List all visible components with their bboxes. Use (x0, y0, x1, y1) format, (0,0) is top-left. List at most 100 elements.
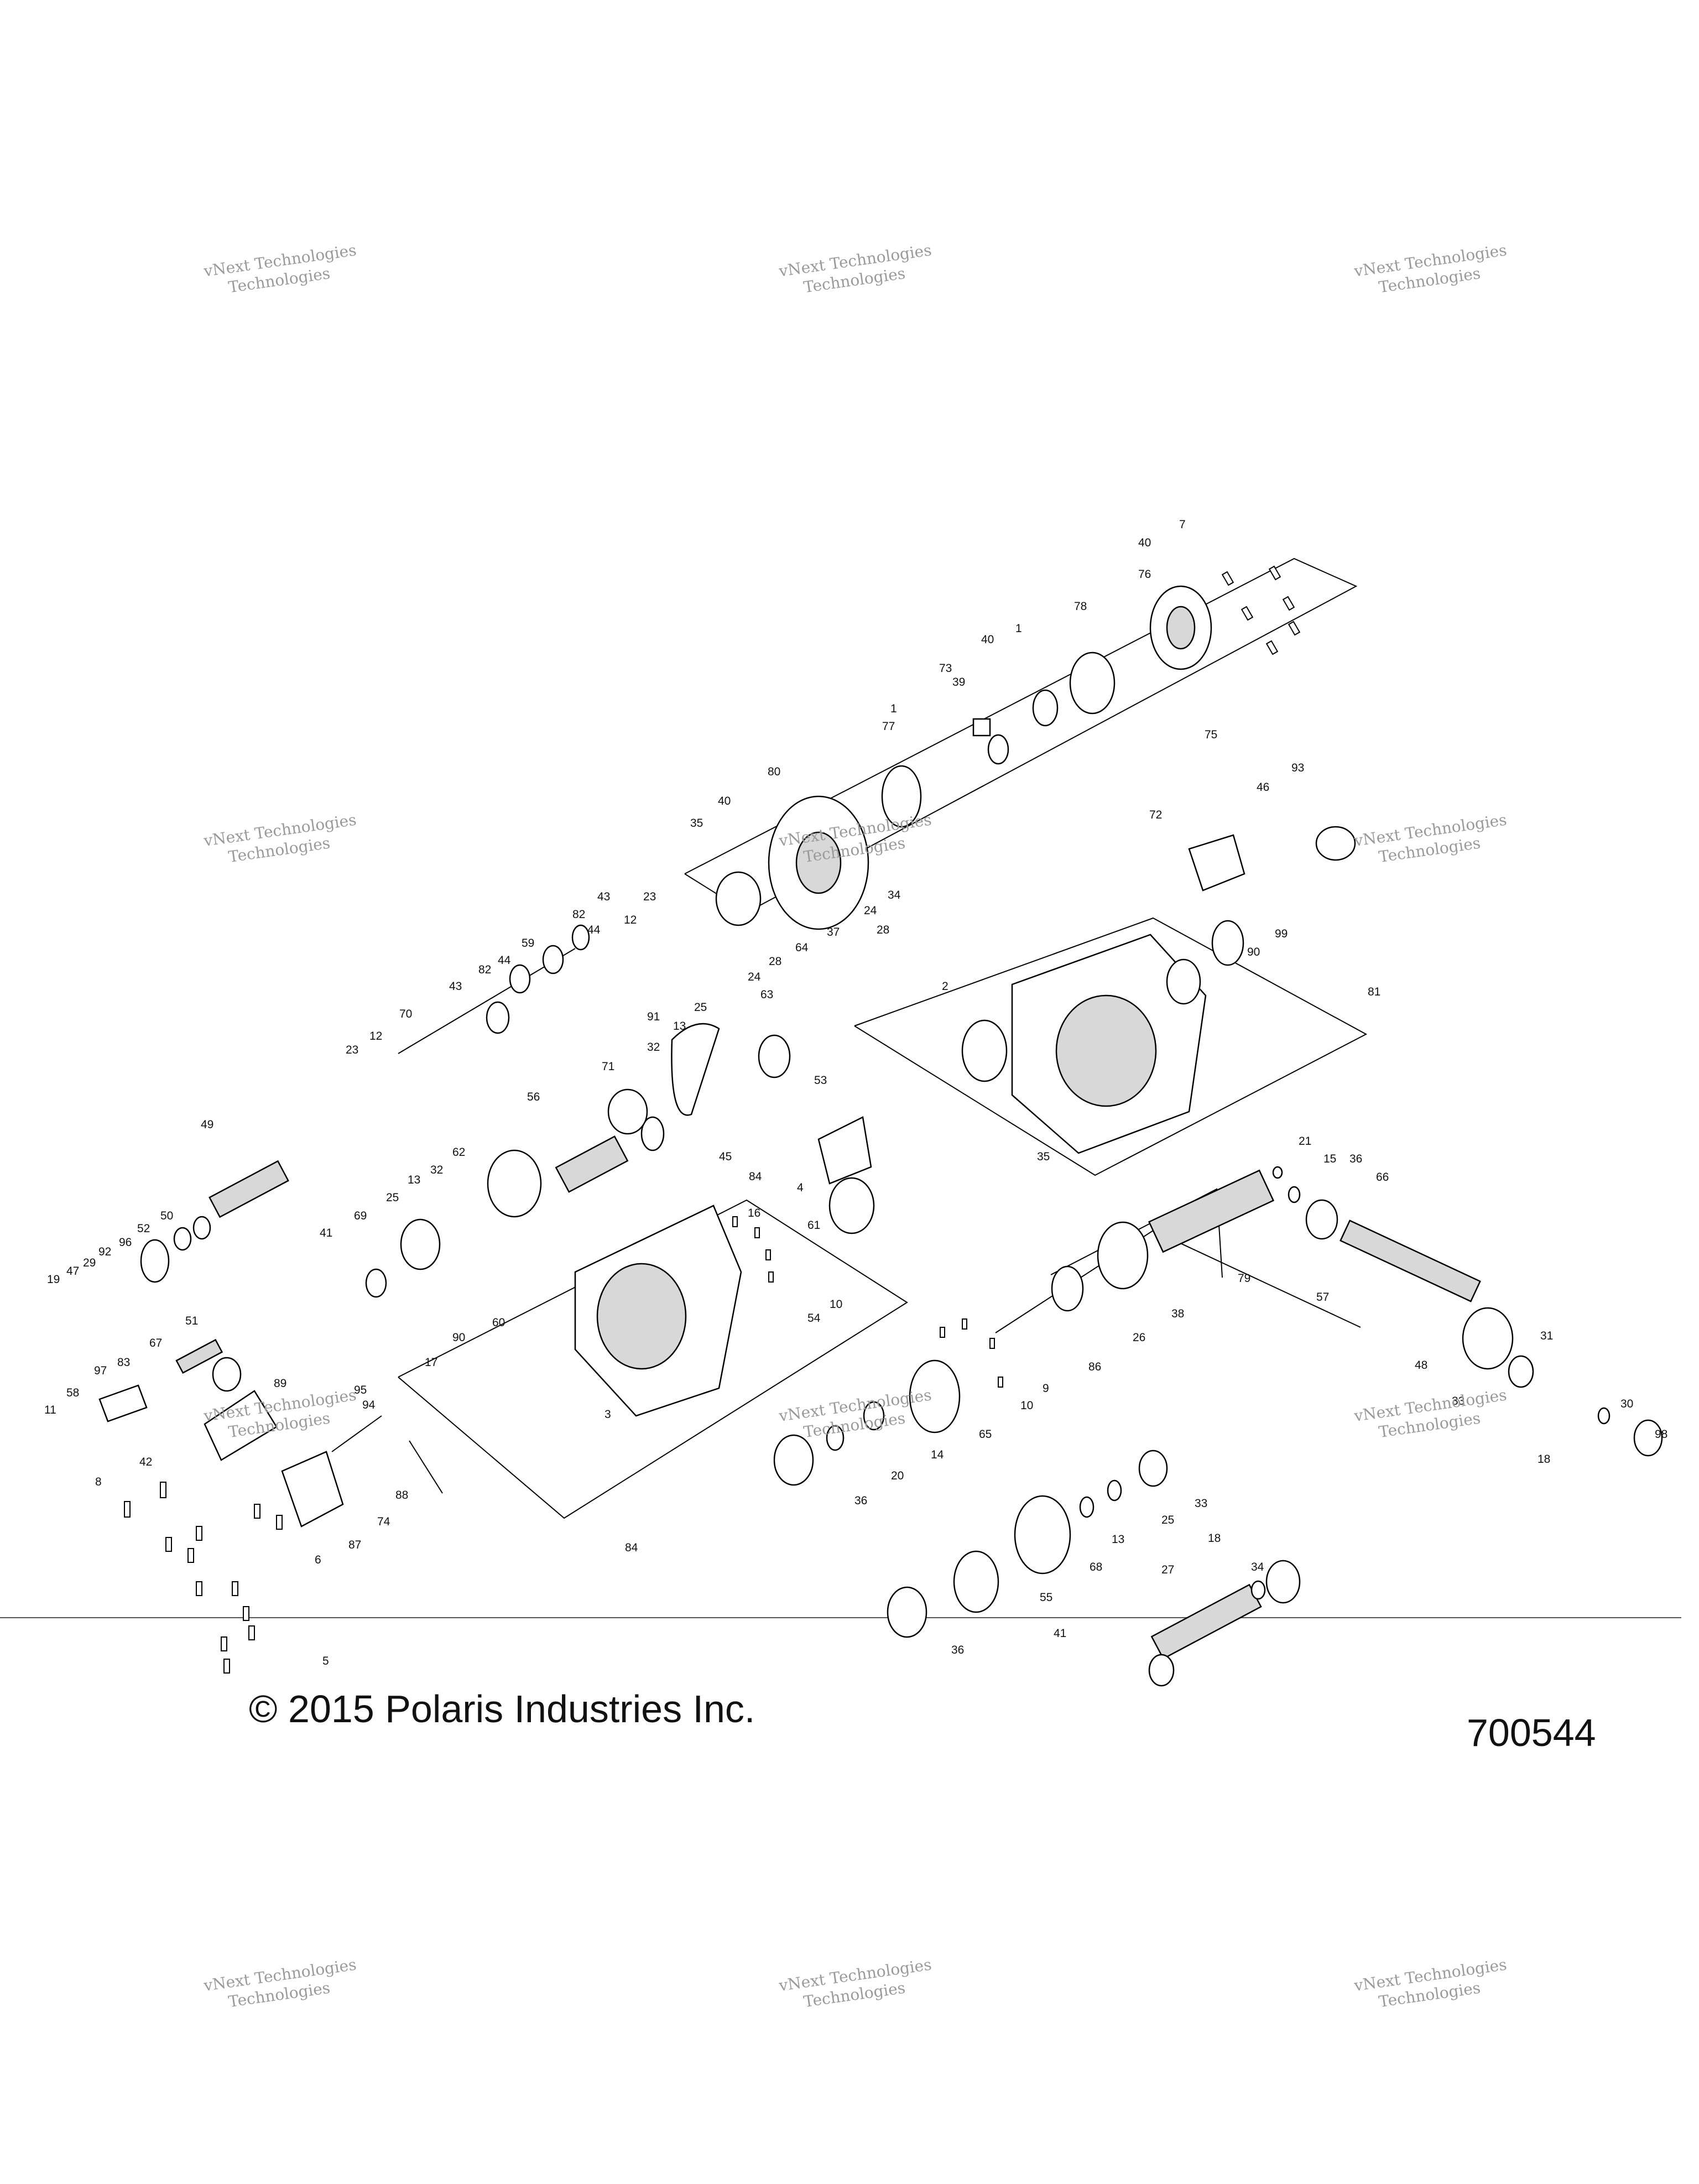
callout-62: 62 (452, 1146, 465, 1159)
group-outlines (398, 557, 1368, 1519)
callout-40c: 40 (718, 795, 731, 807)
callout-32b: 32 (430, 1164, 443, 1176)
callout-97: 97 (94, 1364, 107, 1377)
callout-24: 24 (748, 971, 761, 983)
callout-57: 57 (1316, 1291, 1329, 1304)
callout-81: 81 (1368, 986, 1380, 998)
callout-24b: 24 (864, 904, 877, 917)
callout-87: 87 (348, 1539, 361, 1551)
callout-63: 63 (760, 988, 773, 1001)
callout-72: 72 (1149, 809, 1162, 821)
callout-80: 80 (768, 765, 780, 778)
callout-13: 13 (673, 1020, 686, 1033)
callout-71: 71 (602, 1060, 614, 1073)
callout-10: 10 (830, 1298, 842, 1311)
callout-21: 21 (1299, 1135, 1311, 1148)
callout-36b: 36 (854, 1494, 867, 1507)
callout-48: 48 (1415, 1359, 1427, 1372)
callout-89: 89 (274, 1377, 286, 1390)
callout-93: 93 (1291, 762, 1304, 774)
callout-88: 88 (395, 1489, 408, 1502)
callout-40: 40 (1138, 536, 1151, 549)
callout-78: 78 (1074, 600, 1087, 613)
callout-15: 15 (1323, 1153, 1336, 1165)
callout-36c: 36 (951, 1644, 964, 1656)
callout-25c: 25 (1161, 1514, 1174, 1526)
callout-53: 53 (814, 1074, 827, 1087)
watermark: vNext Technologies Technologies (777, 241, 932, 296)
callout-3: 3 (604, 1408, 611, 1421)
callout-98: 98 (1655, 1428, 1667, 1441)
callout-11: 11 (44, 1404, 56, 1416)
callout-10b: 10 (1020, 1399, 1033, 1412)
callout-31: 31 (1540, 1330, 1553, 1342)
callout-77: 77 (882, 720, 895, 733)
callout-1b: 1 (1015, 622, 1022, 635)
callout-95: 95 (354, 1384, 367, 1396)
callout-52: 52 (137, 1222, 150, 1235)
parts (98, 585, 1663, 1687)
callout-1: 1 (890, 702, 897, 715)
callout-75: 75 (1205, 728, 1217, 741)
callout-61: 61 (807, 1219, 820, 1232)
callout-91: 91 (647, 1010, 660, 1023)
callout-32: 32 (647, 1041, 660, 1054)
watermark: vNext Technologies Technologies (777, 1386, 932, 1441)
callout-7: 7 (1179, 518, 1186, 531)
callout-43: 43 (597, 890, 610, 903)
callout-30: 30 (1620, 1398, 1633, 1410)
callout-36: 36 (1349, 1153, 1362, 1165)
callout-25: 25 (694, 1001, 707, 1014)
fasteners (124, 565, 1301, 1674)
callout-18: 18 (1208, 1532, 1221, 1545)
callout-13b: 13 (408, 1174, 420, 1186)
callout-37: 37 (827, 926, 840, 939)
callout-9: 9 (1043, 1382, 1049, 1395)
watermark: vNext Technologies Technologies (1352, 1956, 1508, 2011)
callout-58: 58 (66, 1386, 79, 1399)
callout-34: 34 (888, 889, 901, 901)
watermark: vNext Technologies Technologies (777, 1956, 932, 2011)
callout-46: 46 (1257, 781, 1269, 794)
callout-2: 2 (942, 980, 948, 993)
callout-41: 41 (320, 1227, 332, 1239)
callout-96: 96 (119, 1236, 132, 1249)
callout-6: 6 (315, 1554, 321, 1566)
copyright-notice: © 2015 Polaris Industries Inc. (249, 1687, 755, 1730)
callout-23b: 23 (643, 890, 656, 903)
watermark: vNext Technologies Technologies (1352, 1386, 1508, 1441)
callout-68: 68 (1090, 1561, 1102, 1573)
callout-94: 94 (362, 1399, 376, 1411)
callout-90: 90 (1247, 946, 1260, 958)
watermark: vNext Technologies Technologies (1352, 241, 1508, 296)
callout-27: 27 (1161, 1563, 1174, 1576)
callout-45: 45 (719, 1150, 732, 1163)
callout-16: 16 (748, 1207, 760, 1219)
callout-73: 73 (939, 662, 952, 675)
callout-20: 20 (891, 1469, 904, 1482)
watermark: vNext Technologies Technologies (202, 1956, 357, 2011)
callout-92: 92 (98, 1245, 111, 1258)
callout-14: 14 (931, 1448, 944, 1461)
callout-28: 28 (769, 955, 781, 968)
callout-82: 82 (572, 908, 585, 921)
callout-54: 54 (807, 1312, 821, 1325)
callout-44b: 44 (498, 954, 511, 967)
callout-41b: 41 (1054, 1627, 1066, 1640)
callout-76: 76 (1138, 568, 1151, 581)
callout-5: 5 (322, 1655, 329, 1667)
figure-number: 700544 (1467, 1711, 1596, 1754)
callout-35b: 35 (1037, 1150, 1050, 1163)
callout-86: 86 (1088, 1361, 1101, 1373)
callout-60: 60 (492, 1316, 505, 1329)
callout-33b: 33 (1195, 1497, 1207, 1510)
watermark: vNext Technologies Technologies (1352, 811, 1508, 866)
callout-35: 35 (690, 817, 703, 830)
callout-65: 65 (979, 1428, 992, 1441)
callout-12: 12 (369, 1030, 382, 1043)
callout-79: 79 (1238, 1272, 1250, 1285)
callout-23: 23 (346, 1044, 358, 1056)
callout-69: 69 (354, 1210, 367, 1222)
callout-55: 55 (1040, 1591, 1052, 1604)
